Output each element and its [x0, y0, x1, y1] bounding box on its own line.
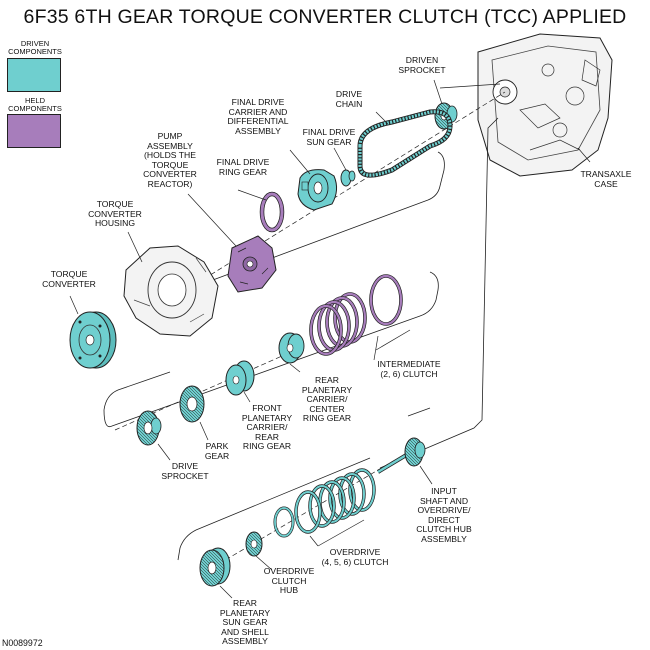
figure-number: N0089972: [2, 638, 43, 648]
torque-converter-part: [69, 311, 117, 369]
input-shaft-part: [376, 437, 426, 474]
label-final-drive-carrier: FINAL DRIVE CARRIER AND DIFFERENTIAL ASS…: [227, 97, 289, 136]
drive-sprocket-part: [136, 410, 162, 446]
drive-chain-part: [357, 109, 453, 178]
label-rear-planetary-carrier: REAR PLANETARY CARRIER/ CENTER RING GEAR: [301, 375, 353, 424]
overdrive-clutch-hub-part: [245, 531, 263, 557]
diagram-title: 6F35 6TH GEAR TORQUE CONVERTER CLUTCH (T…: [23, 6, 627, 28]
legend-held-swatch: [7, 114, 61, 148]
assembly-guide-lines: [103, 83, 501, 561]
label-final-drive-sun-gear: FINAL DRIVE SUN GEAR: [302, 127, 356, 147]
label-rear-sun-gear-shell: REAR PLANETARY SUN GEAR AND SHELL ASSEMB…: [219, 598, 271, 647]
label-overdrive-clutch-hub: OVERDRIVE CLUTCH HUB: [263, 566, 315, 596]
legend-driven-swatch: [7, 58, 61, 92]
label-drive-sprocket: DRIVE SPROCKET: [161, 461, 209, 481]
label-driven-sprocket: DRIVEN SPROCKET: [398, 55, 446, 75]
label-pump-assembly: PUMP ASSEMBLY (HOLDS THE TORQUE CONVERTE…: [143, 131, 197, 189]
legend-held-label: HELD COMPONENTS: [8, 96, 62, 113]
label-torque-converter: TORQUE CONVERTER: [42, 269, 96, 289]
callout-leaders: [69, 79, 591, 599]
label-intermediate-clutch: INTERMEDIATE (2, 6) CLUTCH: [377, 359, 441, 379]
label-park-gear: PARK GEAR: [204, 441, 230, 461]
label-overdrive-clutch: OVERDRIVE (4, 5, 6) CLUTCH: [321, 547, 389, 567]
rear-sun-gear-shell-part: [199, 547, 231, 587]
torque-converter-housing-part: [123, 245, 219, 337]
label-transaxle-case: TRANSAXLE CASE: [580, 169, 632, 189]
pump-assembly-part: [227, 235, 277, 293]
legend-driven-label: DRIVEN COMPONENTS: [8, 39, 62, 56]
intermediate-clutch-part: [309, 274, 403, 356]
final-drive-carrier-part: [297, 169, 338, 211]
rear-planetary-carrier-part: [278, 332, 305, 364]
label-final-drive-ring-gear: FINAL DRIVE RING GEAR: [216, 157, 270, 177]
label-drive-chain: DRIVE CHAIN: [335, 89, 363, 109]
overdrive-clutch-part: [273, 468, 376, 538]
final-drive-sun-gear-part: [340, 169, 356, 187]
park-gear-part: [179, 385, 205, 423]
final-drive-ring-gear-part: [259, 191, 285, 233]
label-torque-converter-housing: TORQUE CONVERTER HOUSING: [88, 199, 142, 229]
label-input-shaft: INPUT SHAFT AND OVERDRIVE/ DIRECT CLUTCH…: [416, 486, 472, 544]
front-planetary-carrier-part: [225, 360, 255, 396]
label-front-planetary-carrier: FRONT PLANETARY CARRIER/ REAR RING GEAR: [241, 403, 293, 452]
transaxle-case-part: [477, 33, 613, 177]
